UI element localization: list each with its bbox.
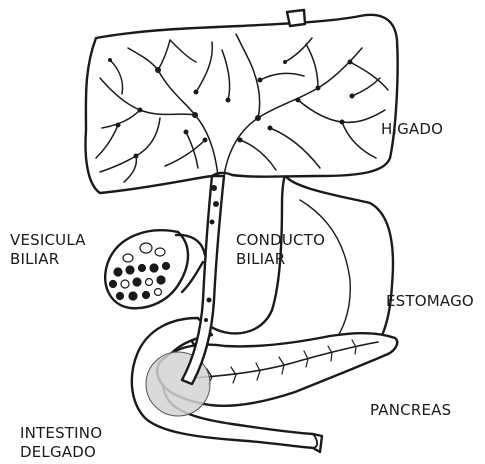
label-small-intestine: INTESTINO DELGADO bbox=[20, 424, 102, 462]
vena-cava bbox=[287, 10, 305, 26]
label-bile-duct: CONDUCTO BILIAR bbox=[236, 231, 325, 269]
label-gallbladder: VESICULA BILIAR bbox=[10, 231, 86, 269]
liver bbox=[86, 15, 398, 193]
label-pancreas: PANCREAS bbox=[370, 401, 451, 420]
label-liver: HIGADO bbox=[381, 120, 443, 139]
label-stomach: ESTOMAGO bbox=[386, 292, 474, 311]
